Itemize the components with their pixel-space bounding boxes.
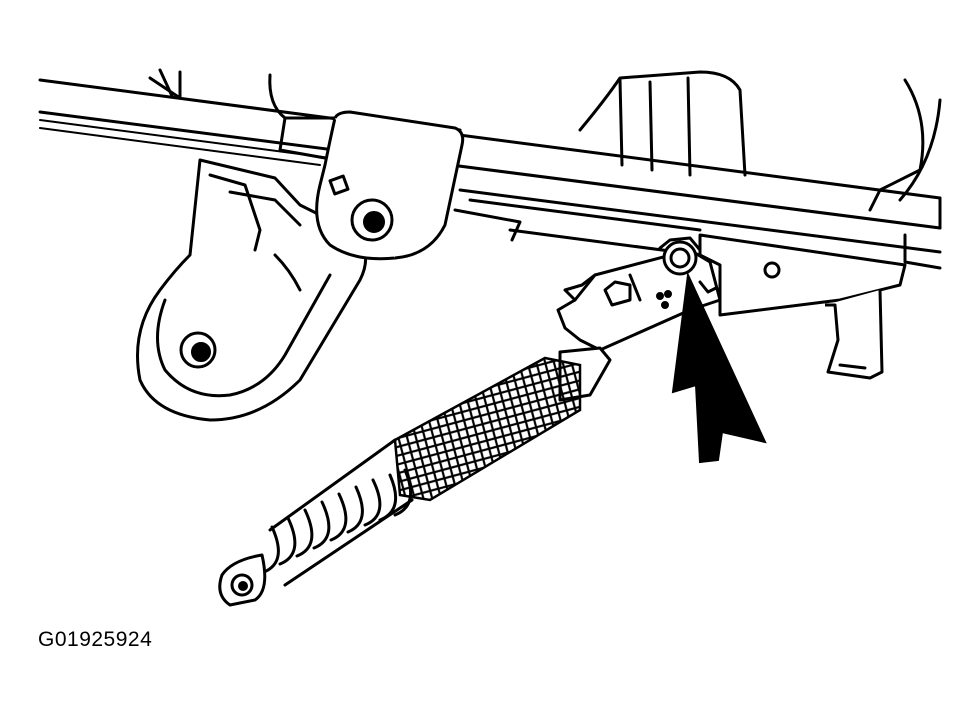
actuator-lower-eye — [218, 553, 267, 607]
seat-track-rail — [38, 78, 942, 270]
seat-adjuster-actuator — [218, 236, 722, 607]
rear-bracket — [698, 233, 907, 380]
mesh-cover — [393, 356, 582, 502]
front-mounting-bracket — [136, 158, 368, 422]
figure-code: G01925924 — [38, 628, 153, 651]
hinge-bracket — [278, 110, 522, 261]
seat-frame-background — [148, 68, 942, 212]
actuator-nut — [658, 236, 702, 276]
callout-arrow — [671, 271, 767, 464]
actuator-spring — [262, 438, 414, 587]
